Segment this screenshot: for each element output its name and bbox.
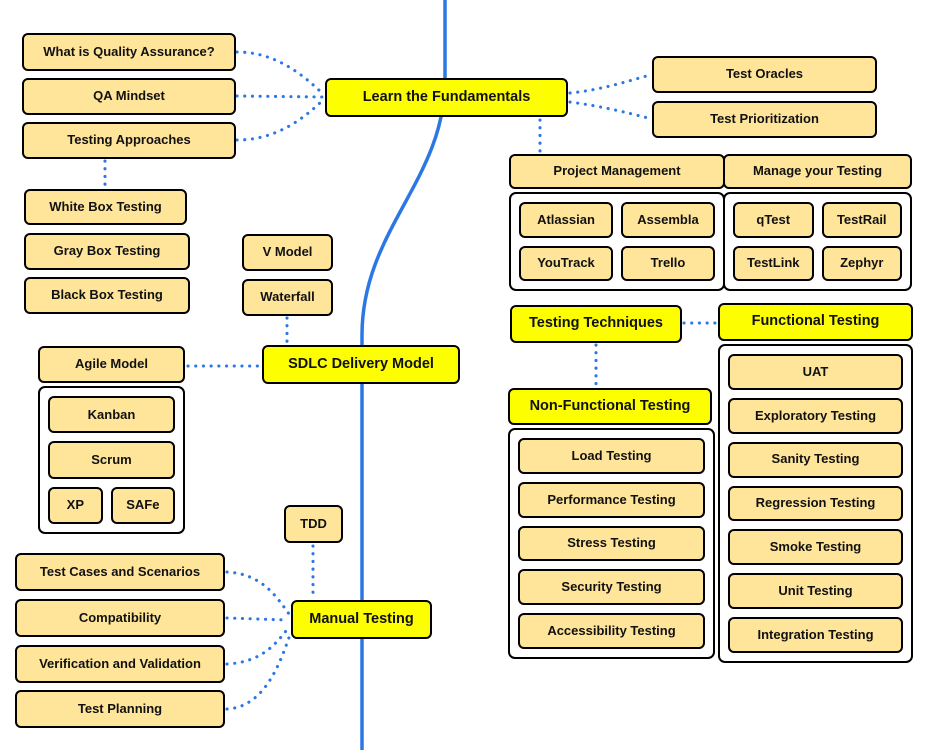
node-integration-testing[interactable]: Integration Testing <box>728 617 903 653</box>
node-sdlc-delivery-model[interactable]: SDLC Delivery Model <box>262 345 460 384</box>
group-project-management-body: Atlassian Assembla YouTrack Trello <box>509 192 725 291</box>
node-testlink[interactable]: TestLink <box>733 245 814 281</box>
node-tdd[interactable]: TDD <box>284 505 343 543</box>
node-accessibility-testing[interactable]: Accessibility Testing <box>518 613 705 649</box>
node-exploratory-testing[interactable]: Exploratory Testing <box>728 397 903 434</box>
node-trello[interactable]: Trello <box>621 245 715 281</box>
node-project-management[interactable]: Project Management <box>509 154 725 189</box>
node-non-functional-testing[interactable]: Non-Functional Testing <box>508 388 712 425</box>
node-what-is-quality-assurance[interactable]: What is Quality Assurance? <box>22 33 236 71</box>
node-test-oracles[interactable]: Test Oracles <box>652 56 877 93</box>
node-xp[interactable]: XP <box>48 486 103 524</box>
node-youtrack[interactable]: YouTrack <box>519 245 613 281</box>
edge-test-cases <box>225 570 291 616</box>
group-non-functional-testing-body: Load Testing Performance Testing Stress … <box>508 428 715 659</box>
node-zephyr[interactable]: Zephyr <box>821 245 902 281</box>
node-manual-testing[interactable]: Manual Testing <box>291 600 432 639</box>
group-non-functional-testing: Non-Functional Testing Load Testing Perf… <box>508 388 715 659</box>
edge-verification <box>225 625 291 666</box>
node-stress-testing[interactable]: Stress Testing <box>518 525 705 562</box>
node-test-prioritization[interactable]: Test Prioritization <box>652 101 877 138</box>
node-gray-box-testing[interactable]: Gray Box Testing <box>24 233 190 270</box>
node-kanban[interactable]: Kanban <box>48 396 175 434</box>
node-agile-model[interactable]: Agile Model <box>38 346 185 383</box>
node-learn-the-fundamentals[interactable]: Learn the Fundamentals <box>325 78 568 117</box>
node-testrail[interactable]: TestRail <box>821 202 902 238</box>
group-manage-your-testing-body: qTest TestRail TestLink Zephyr <box>723 192 912 291</box>
node-verification-and-validation[interactable]: Verification and Validation <box>15 645 225 683</box>
node-security-testing[interactable]: Security Testing <box>518 569 705 606</box>
edge-test-oracles <box>568 73 652 95</box>
group-project-management: Project Management Atlassian Assembla Yo… <box>509 154 725 291</box>
node-black-box-testing[interactable]: Black Box Testing <box>24 277 190 314</box>
node-assembla[interactable]: Assembla <box>621 202 715 238</box>
edge-test-planning <box>225 630 293 711</box>
edge-test-prioritization <box>568 100 650 120</box>
node-unit-testing[interactable]: Unit Testing <box>728 573 903 610</box>
node-test-cases-and-scenarios[interactable]: Test Cases and Scenarios <box>15 553 225 591</box>
node-uat[interactable]: UAT <box>728 354 903 390</box>
group-functional-testing: Functional Testing UAT Exploratory Testi… <box>718 303 913 663</box>
node-v-model[interactable]: V Model <box>242 234 333 271</box>
node-performance-testing[interactable]: Performance Testing <box>518 481 705 518</box>
node-load-testing[interactable]: Load Testing <box>518 438 705 474</box>
edge-what-is-qa <box>235 50 324 95</box>
node-scrum[interactable]: Scrum <box>48 441 175 479</box>
node-qtest[interactable]: qTest <box>733 202 814 238</box>
node-smoke-testing[interactable]: Smoke Testing <box>728 529 903 566</box>
group-agile-model: Agile Model Kanban Scrum XP SAFe <box>38 346 185 534</box>
node-testing-approaches[interactable]: Testing Approaches <box>22 122 236 159</box>
node-safe[interactable]: SAFe <box>110 486 175 524</box>
node-waterfall[interactable]: Waterfall <box>242 279 333 316</box>
group-agile-model-body: Kanban Scrum XP SAFe <box>38 386 185 534</box>
group-manage-your-testing: Manage your Testing qTest TestRail TestL… <box>723 154 912 291</box>
edge-qa-mindset <box>235 94 324 99</box>
node-atlassian[interactable]: Atlassian <box>519 202 613 238</box>
node-sanity-testing[interactable]: Sanity Testing <box>728 441 903 478</box>
group-functional-testing-body: UAT Exploratory Testing Sanity Testing R… <box>718 344 913 663</box>
node-functional-testing[interactable]: Functional Testing <box>718 303 913 341</box>
edge-compatibility <box>225 616 290 622</box>
node-regression-testing[interactable]: Regression Testing <box>728 485 903 522</box>
node-testing-techniques[interactable]: Testing Techniques <box>510 305 682 343</box>
node-qa-mindset[interactable]: QA Mindset <box>22 78 236 115</box>
node-manage-your-testing[interactable]: Manage your Testing <box>723 154 912 189</box>
node-test-planning[interactable]: Test Planning <box>15 690 225 728</box>
node-compatibility[interactable]: Compatibility <box>15 599 225 637</box>
edge-testing-approaches <box>235 99 324 142</box>
node-white-box-testing[interactable]: White Box Testing <box>24 189 187 225</box>
